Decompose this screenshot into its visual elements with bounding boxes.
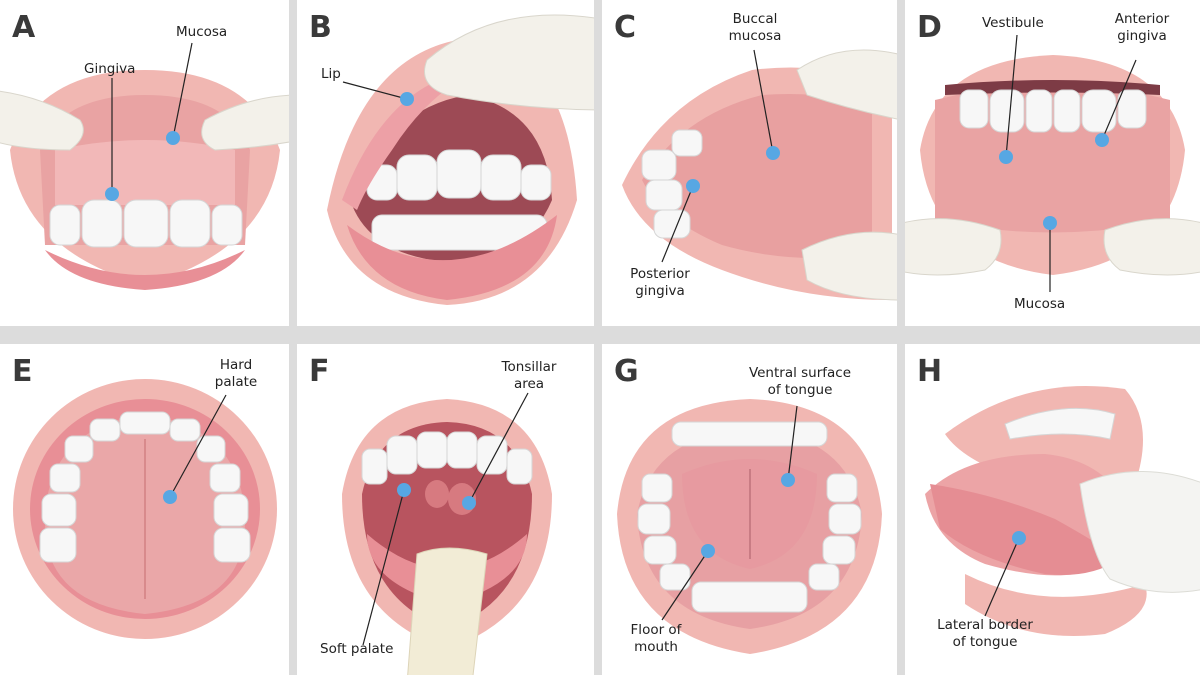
label-line: area: [513, 376, 545, 392]
panel-b-illustration: [327, 14, 594, 305]
panel-a-gingiva-mucosa: A Gingiva Mucosa: [0, 0, 289, 326]
label-buccal-mucosa: Buccal mucosa: [695, 11, 815, 45]
panel-h-illustration: [925, 386, 1200, 636]
label-line: Ventral surface: [748, 365, 852, 381]
leader-line-vestibule: [1005, 34, 1018, 158]
panel-g-ventral-floor: G Ventral surface of tongue Floor of mou…: [602, 344, 897, 675]
label-line: mucosa: [728, 28, 782, 44]
marker-tonsillar-area: [462, 496, 476, 510]
leader-line-hard-palate: [169, 394, 227, 498]
panel-g-illustration: [617, 399, 882, 654]
panel-letter: B: [309, 10, 332, 45]
leader-line-soft-palate: [362, 489, 405, 646]
label-line: Tonsillar: [501, 359, 557, 375]
label-vestibule: Vestibule: [982, 15, 1044, 31]
label-line: Lateral border: [937, 617, 1033, 633]
leader-line-tonsillar-area: [468, 392, 529, 504]
leader-line-mucosa: [172, 42, 193, 139]
panel-letter: G: [614, 354, 639, 389]
marker-gingiva: [105, 187, 119, 201]
marker-lip: [400, 92, 414, 106]
leader-line-floor-of-mouth: [661, 550, 709, 621]
marker-anterior-gingiva: [1095, 133, 1109, 147]
label-line: gingiva: [635, 283, 685, 299]
marker-vestibule: [999, 150, 1013, 164]
panel-c-illustration: [622, 49, 897, 301]
panel-d-illustration: [905, 34, 1200, 292]
panel-b-lip: B Lip: [297, 0, 594, 326]
marker-soft-palate: [397, 483, 411, 497]
panel-c-buccal-posterior: C Buccal mucosa Posterior gingiva: [602, 0, 897, 326]
label-gingiva: Gingiva: [84, 61, 136, 77]
leader-line-lip: [342, 81, 408, 100]
marker-mucosa: [166, 131, 180, 145]
label-ventral-surface: Ventral surface of tongue: [740, 365, 860, 399]
marker-floor-of-mouth: [701, 544, 715, 558]
label-anterior-gingiva: Anterior gingiva: [1082, 11, 1200, 45]
label-tonsillar-area: Tonsillar area: [469, 359, 589, 393]
label-soft-palate: Soft palate: [320, 641, 394, 657]
label-line: Posterior: [630, 266, 690, 282]
panel-letter: D: [917, 10, 942, 45]
label-posterior-gingiva: Posterior gingiva: [602, 266, 720, 300]
label-mucosa: Mucosa: [1014, 296, 1066, 312]
panel-letter: H: [917, 354, 943, 389]
panel-f-illustration: [342, 392, 552, 675]
label-line: Anterior: [1114, 11, 1170, 27]
label-lip: Lip: [321, 66, 341, 82]
marker-buccal-mucosa: [766, 146, 780, 160]
label-line: Buccal: [732, 11, 778, 27]
label-line: Hard: [219, 357, 253, 373]
leader-line-posterior-gingiva: [661, 185, 694, 263]
leader-line-buccal-mucosa: [753, 49, 774, 154]
label-line: palate: [214, 374, 258, 390]
label-floor-of-mouth: Floor of mouth: [602, 622, 716, 656]
leader-line-anterior-gingiva: [1101, 59, 1137, 141]
label-line: Floor of: [630, 622, 682, 638]
label-line: mouth: [634, 639, 678, 655]
label-line: of tongue: [952, 634, 1018, 650]
panel-letter: E: [12, 354, 33, 389]
panel-a-illustration: [0, 42, 289, 290]
label-lateral-border: Lateral border of tongue: [925, 617, 1045, 651]
panel-d-vestibule: D Vestibule Anterior gingiva Mucosa: [905, 0, 1200, 326]
marker-hard-palate: [163, 490, 177, 504]
leader-line-lateral-border: [984, 537, 1020, 617]
label-hard-palate: Hard palate: [176, 357, 289, 391]
label-line: of tongue: [767, 382, 833, 398]
marker-ventral-surface: [781, 473, 795, 487]
panel-letter: F: [309, 354, 330, 389]
panel-letter: A: [12, 10, 36, 45]
panel-e-hard-palate: E Hard palate: [0, 344, 289, 675]
marker-mucosa: [1043, 216, 1057, 230]
label-line: gingiva: [1117, 28, 1167, 44]
panel-h-lateral-border: H Lateral border of tongue: [905, 344, 1200, 675]
marker-posterior-gingiva: [686, 179, 700, 193]
panel-letter: C: [614, 10, 637, 45]
panel-f-tonsillar-soft-palate: F Tonsillar area Soft palate: [297, 344, 594, 675]
panel-e-illustration: [13, 379, 277, 639]
label-mucosa: Mucosa: [176, 24, 228, 40]
leader-line-ventral-surface: [787, 405, 798, 481]
marker-lateral-border: [1012, 531, 1026, 545]
